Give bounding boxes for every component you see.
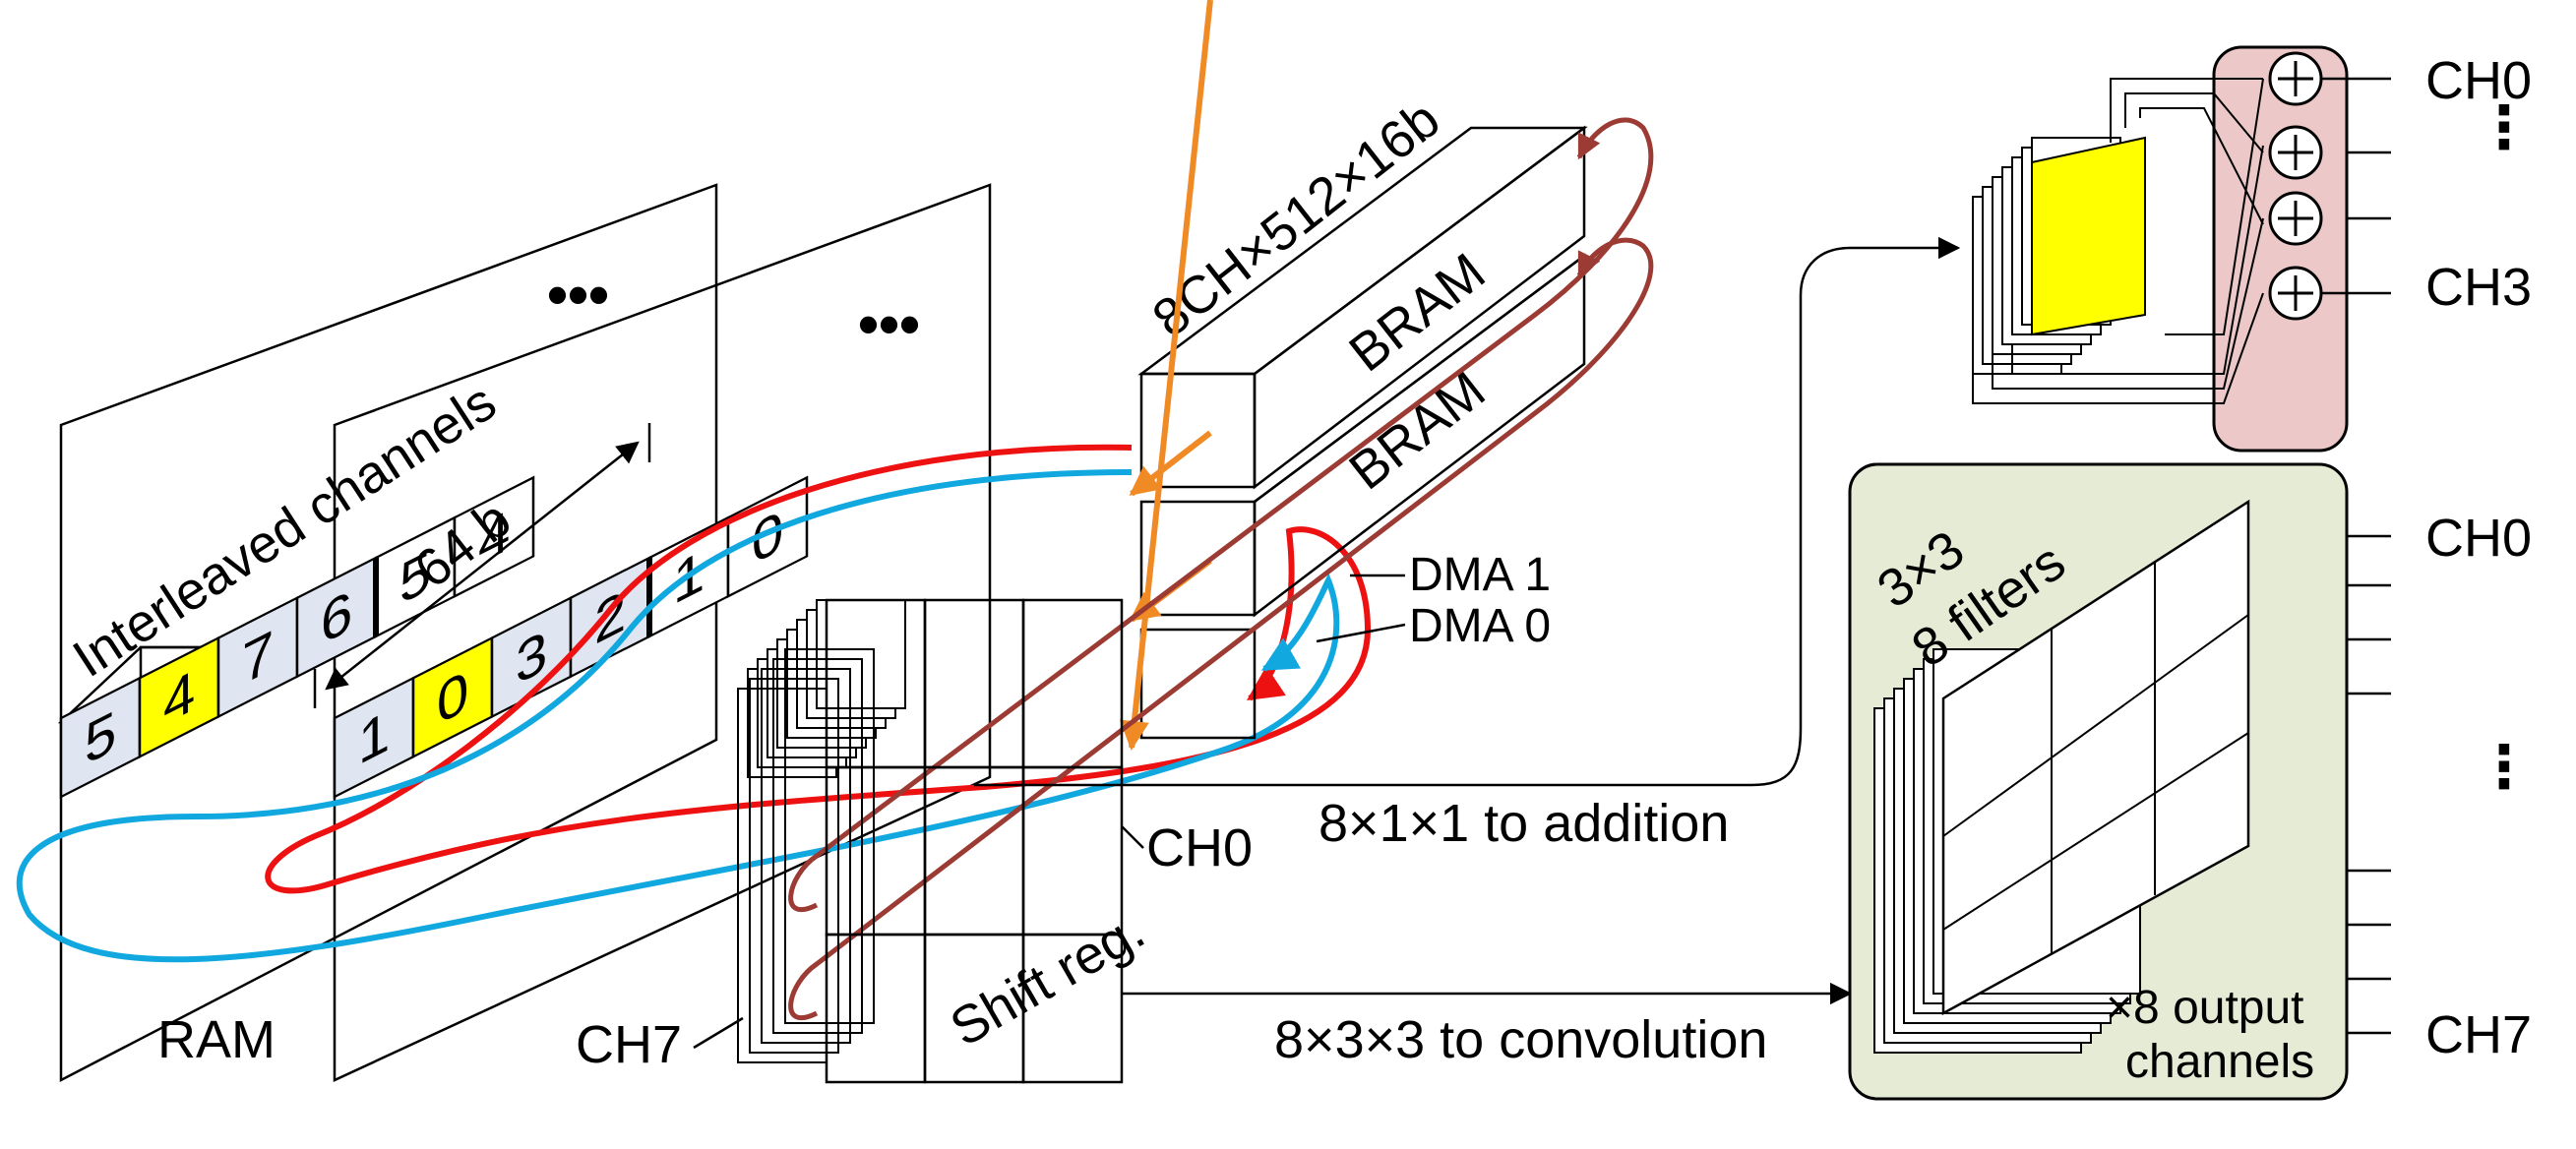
addition-input-stack xyxy=(1972,136,2146,375)
convolution-output-ticks xyxy=(2347,534,2391,1035)
bram-buffer-face xyxy=(1139,628,1257,740)
ram-row-front-strip xyxy=(333,475,809,799)
conv-vertical-ellipsis: ⋮ xyxy=(2475,734,2534,800)
bram-stack xyxy=(1137,125,1588,740)
ram-back-ellipsis: ••• xyxy=(547,262,609,328)
to-addition-arrow xyxy=(974,236,1961,787)
addition-highlight-sheet xyxy=(2031,136,2146,336)
shift-ch0-label: CH0 xyxy=(1146,818,1253,877)
add-vertical-ellipsis: ⋮ xyxy=(2475,94,2534,160)
adder-icon xyxy=(2268,191,2323,246)
feed-arrow xyxy=(1119,0,1213,751)
dma0-label: DMA 0 xyxy=(1409,600,1551,652)
ram-front-ellipsis: ••• xyxy=(858,291,920,357)
ram-label: RAM xyxy=(157,1010,276,1069)
to-addition-label: 8×1×1 to addition xyxy=(1319,794,1729,853)
bram-front-face xyxy=(1139,500,1257,617)
adders xyxy=(2268,51,2323,321)
width-dimension-arrow xyxy=(325,441,640,691)
to-convolution-label: 8×3×3 to convolution xyxy=(1274,1010,1767,1069)
addition-panel xyxy=(2212,45,2349,453)
shift-register-grid xyxy=(825,598,1124,1084)
adder-icon xyxy=(2268,266,2323,321)
dma1-label: DMA 1 xyxy=(1409,549,1551,601)
ram-plane-front xyxy=(333,183,992,1082)
add-ch3-label: CH3 xyxy=(2425,258,2532,317)
output-channels-label-2: channels xyxy=(2125,1036,2314,1088)
addition-wiring xyxy=(1972,78,2264,404)
shift-loop xyxy=(788,237,1654,1021)
conv-ch7-label: CH7 xyxy=(2425,1005,2532,1064)
ram-plane-back xyxy=(59,183,718,1083)
shift-loop xyxy=(788,117,1654,913)
conv-ch0-label: CH0 xyxy=(2425,509,2532,568)
dma1-path xyxy=(16,469,1340,963)
adder-icon xyxy=(2268,51,2323,106)
add-ch0-label: CH0 xyxy=(2425,51,2532,110)
shift-register-sheets xyxy=(737,648,875,1063)
convolution-filter-stack xyxy=(1873,499,2250,1054)
shift-ch7-label: CH7 xyxy=(576,1015,682,1074)
convolution-filter-front xyxy=(1941,499,2250,1016)
adder-icon xyxy=(2268,125,2323,180)
output-channels-label-1: ×8 output xyxy=(2106,982,2304,1034)
feed-arrow xyxy=(1129,430,1212,497)
bram-front-face xyxy=(1139,372,1257,489)
